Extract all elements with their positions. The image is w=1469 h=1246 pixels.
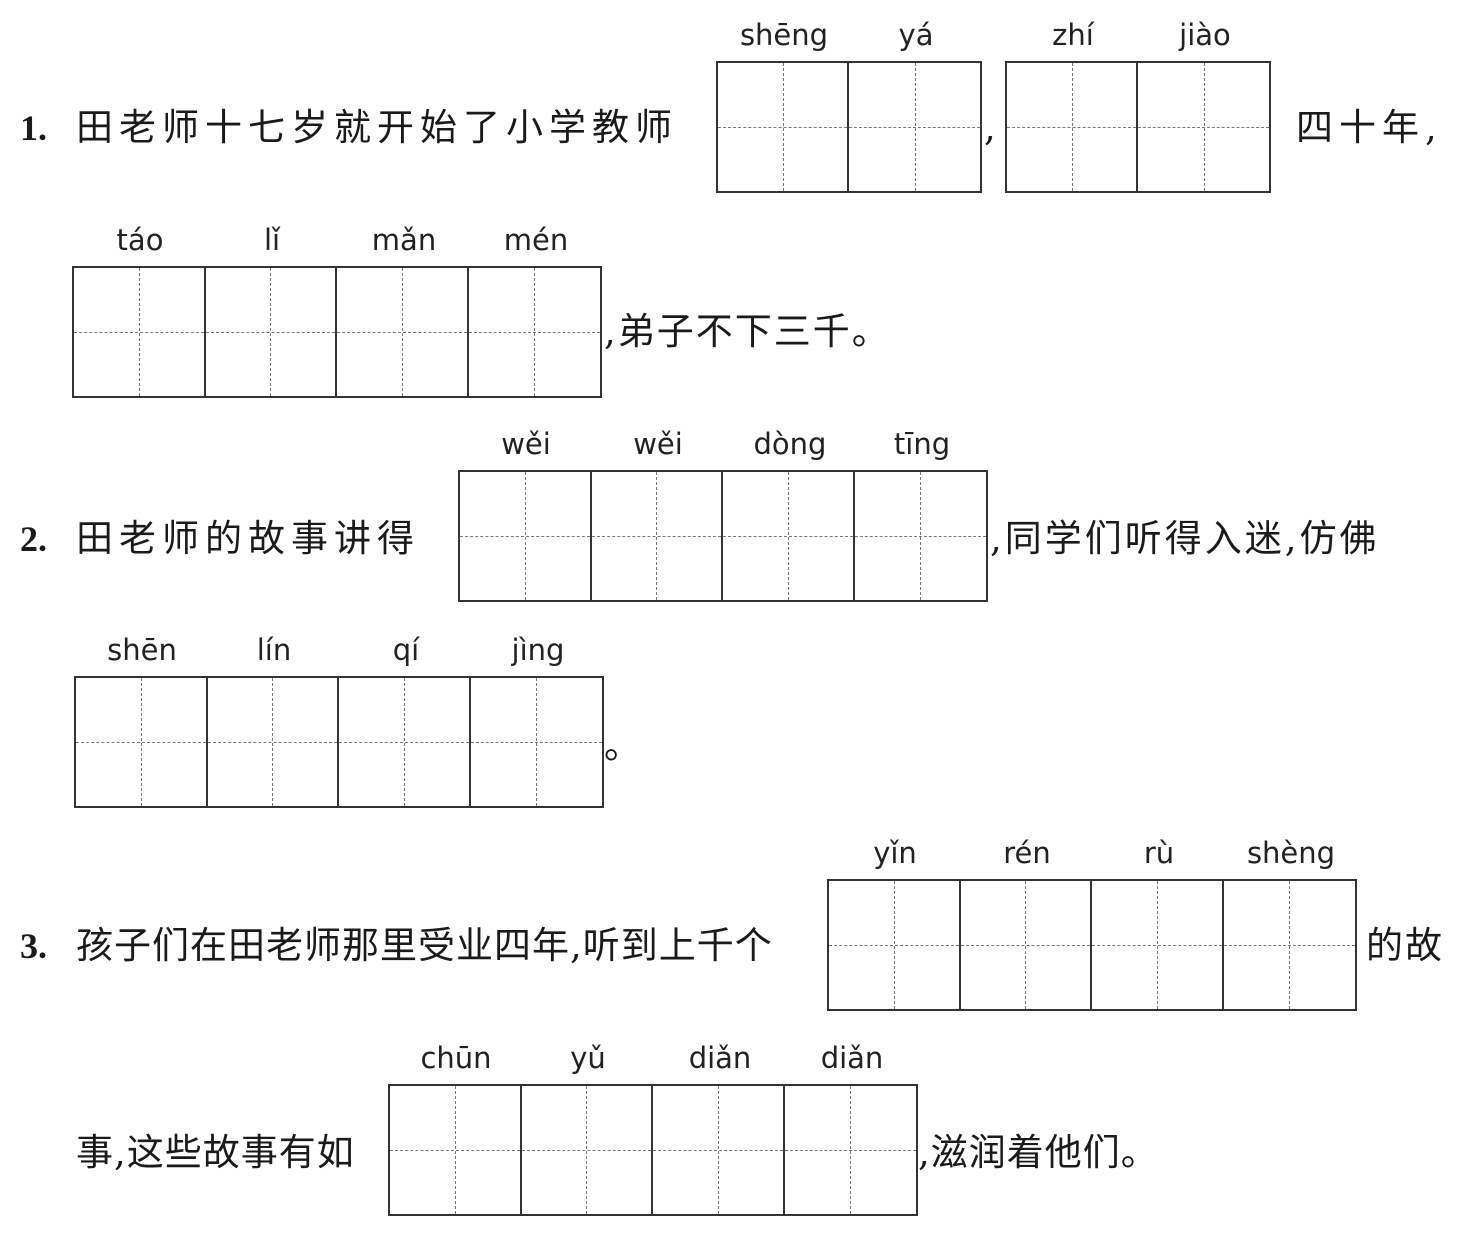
pinyin: dòng — [753, 427, 827, 461]
pinyin: táo — [116, 223, 164, 257]
question-1-number: 1. — [20, 108, 47, 148]
answer-cell[interactable] — [339, 678, 471, 806]
question-3-text: 孩子们在田老师那里受业四年,听到上千个 — [76, 924, 773, 967]
answer-cell[interactable] — [470, 678, 603, 806]
question-2-line2-text: 。 — [604, 724, 643, 767]
pinyin: jìng — [511, 633, 565, 667]
pinyin: mǎn — [371, 223, 437, 257]
answer-grid-q1-shengya[interactable] — [716, 61, 982, 193]
pinyin: shèng — [1246, 836, 1336, 870]
answer-cell[interactable] — [74, 268, 206, 396]
answer-cell[interactable] — [854, 472, 987, 600]
answer-cell[interactable] — [723, 472, 855, 600]
pinyin: rén — [1003, 836, 1051, 870]
question-1-text-after: 四十年, — [1296, 106, 1443, 149]
pinyin: zhí — [1052, 18, 1094, 52]
pinyin: shēng — [739, 18, 829, 52]
answer-cell[interactable] — [337, 268, 469, 396]
answer-grid-q3-yinrenrusheng[interactable] — [827, 879, 1357, 1011]
answer-cell[interactable] — [1223, 881, 1356, 1009]
answer-cell[interactable] — [591, 472, 723, 600]
pinyin: diǎn — [688, 1041, 752, 1075]
pinyin: qí — [392, 633, 420, 667]
answer-cell[interactable] — [718, 63, 849, 191]
question-3-number: 3. — [20, 926, 47, 966]
answer-cell[interactable] — [849, 63, 980, 191]
question-2-text-after: ,同学们听得入迷,仿佛 — [990, 517, 1380, 560]
answer-grid-q1-zhijiao[interactable] — [1005, 61, 1271, 193]
question-1-text: 田老师十七岁就开始了小学教师 — [76, 106, 678, 149]
answer-cell[interactable] — [468, 268, 601, 396]
pinyin: wěi — [501, 427, 551, 461]
pinyin: chūn — [420, 1041, 492, 1075]
answer-cell[interactable] — [1007, 63, 1138, 191]
question-3-line2-text-after: ,滋润着他们。 — [918, 1131, 1159, 1174]
question-1-line2-text: ,弟子不下三千。 — [604, 310, 891, 353]
pinyin: yá — [898, 18, 934, 52]
pinyin: diǎn — [820, 1041, 884, 1075]
pinyin: lín — [256, 633, 292, 667]
answer-cell[interactable] — [521, 1086, 653, 1214]
pinyin: jiào — [1179, 18, 1231, 52]
pinyin: rù — [1143, 836, 1175, 870]
answer-cell[interactable] — [76, 678, 208, 806]
answer-cell[interactable] — [1138, 63, 1269, 191]
answer-grid-q1-taolimanmen[interactable] — [72, 266, 602, 398]
answer-cell[interactable] — [784, 1086, 917, 1214]
answer-cell[interactable] — [205, 268, 337, 396]
pinyin: yǐn — [873, 836, 917, 870]
pinyin: lǐ — [263, 223, 281, 257]
answer-grid-q3-chunyudiandian[interactable] — [388, 1084, 918, 1216]
answer-cell[interactable] — [960, 881, 1092, 1009]
pinyin: tīng — [893, 427, 951, 461]
pinyin: yǔ — [570, 1041, 606, 1075]
question-2-text: 田老师的故事讲得 — [76, 517, 420, 560]
answer-grid-q2-weiweidongting[interactable] — [458, 470, 988, 602]
pinyin: mén — [503, 223, 569, 257]
question-3-text-after: 的故 — [1366, 924, 1444, 967]
answer-cell[interactable] — [390, 1086, 522, 1214]
pinyin: shēn — [107, 633, 177, 667]
answer-cell[interactable] — [460, 472, 592, 600]
question-2-number: 2. — [20, 519, 47, 559]
answer-cell[interactable] — [1092, 881, 1224, 1009]
question-3-line2-text: 事,这些故事有如 — [76, 1131, 355, 1174]
question-1-comma: , — [984, 106, 998, 149]
answer-grid-q2-shenlinqijing[interactable] — [74, 676, 604, 808]
answer-cell[interactable] — [207, 678, 339, 806]
pinyin: wěi — [633, 427, 683, 461]
answer-cell[interactable] — [653, 1086, 785, 1214]
answer-cell[interactable] — [829, 881, 961, 1009]
